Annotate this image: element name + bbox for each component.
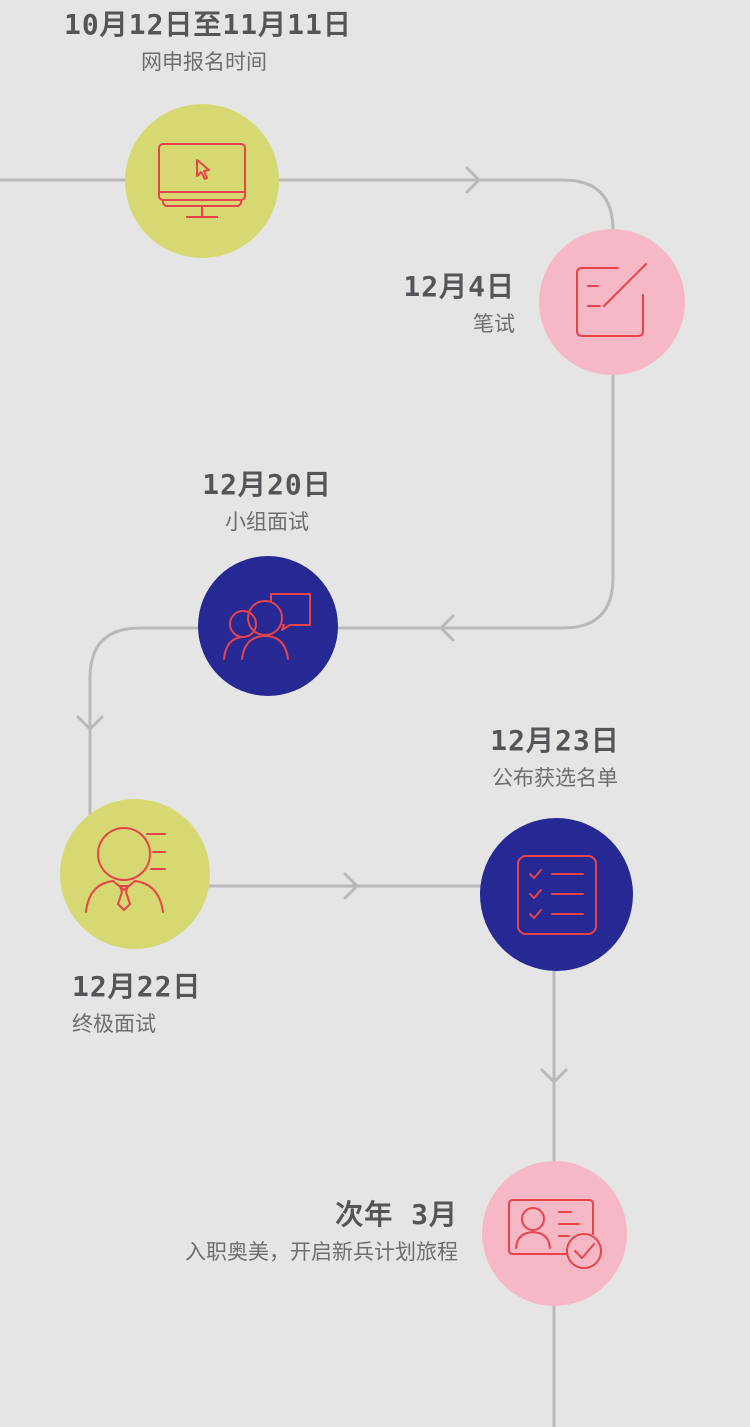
step-4-node: [60, 799, 210, 949]
computer-monitor-icon: [158, 143, 246, 218]
arrow-right-icon: [343, 872, 359, 900]
arrow-right-icon: [465, 166, 481, 194]
group-chat-icon: [223, 593, 311, 660]
step-1-node: [125, 104, 279, 258]
step-date: 12月4日: [403, 270, 515, 303]
step-description: 笔试: [473, 312, 515, 336]
step-5-node: [480, 818, 633, 971]
step-5-label: 12月23日 公布获选名单: [455, 724, 655, 792]
step-2-node: [539, 229, 685, 375]
step-description: 公布获选名单: [492, 766, 618, 790]
arrow-down-icon: [540, 1068, 568, 1084]
step-3-node: [198, 556, 338, 696]
checklist-icon: [516, 854, 597, 935]
step-6-label: 次年 3月 入职奥美，开启新兵计划旅程: [150, 1198, 458, 1266]
step-date: 12月20日: [202, 468, 332, 501]
step-description: 网申报名时间: [141, 50, 267, 74]
step-date: 12月22日: [72, 970, 202, 1003]
step-3-label: 12月20日 小组面试: [167, 468, 367, 536]
step-description: 入职奥美，开启新兵计划旅程: [185, 1240, 458, 1264]
step-1-label: 10月12日至11月11日 网申报名时间: [64, 8, 352, 76]
step-date: 12月23日: [490, 724, 620, 757]
step-date: 10月12日至11月11日: [64, 8, 352, 41]
step-4-label: 12月22日 终极面试: [72, 970, 272, 1038]
step-2-label: 12月4日 笔试: [320, 270, 515, 338]
step-description: 小组面试: [225, 510, 309, 534]
step-description: 终极面试: [72, 1012, 156, 1036]
step-date: 次年 3月: [335, 1198, 458, 1231]
edit-pen-icon: [576, 263, 647, 337]
step-6-node: [482, 1161, 627, 1306]
arrow-left-icon: [439, 614, 455, 642]
arrow-down-icon: [76, 715, 104, 731]
interviewer-icon: [85, 827, 166, 913]
id-card-check-icon: [507, 1198, 602, 1269]
